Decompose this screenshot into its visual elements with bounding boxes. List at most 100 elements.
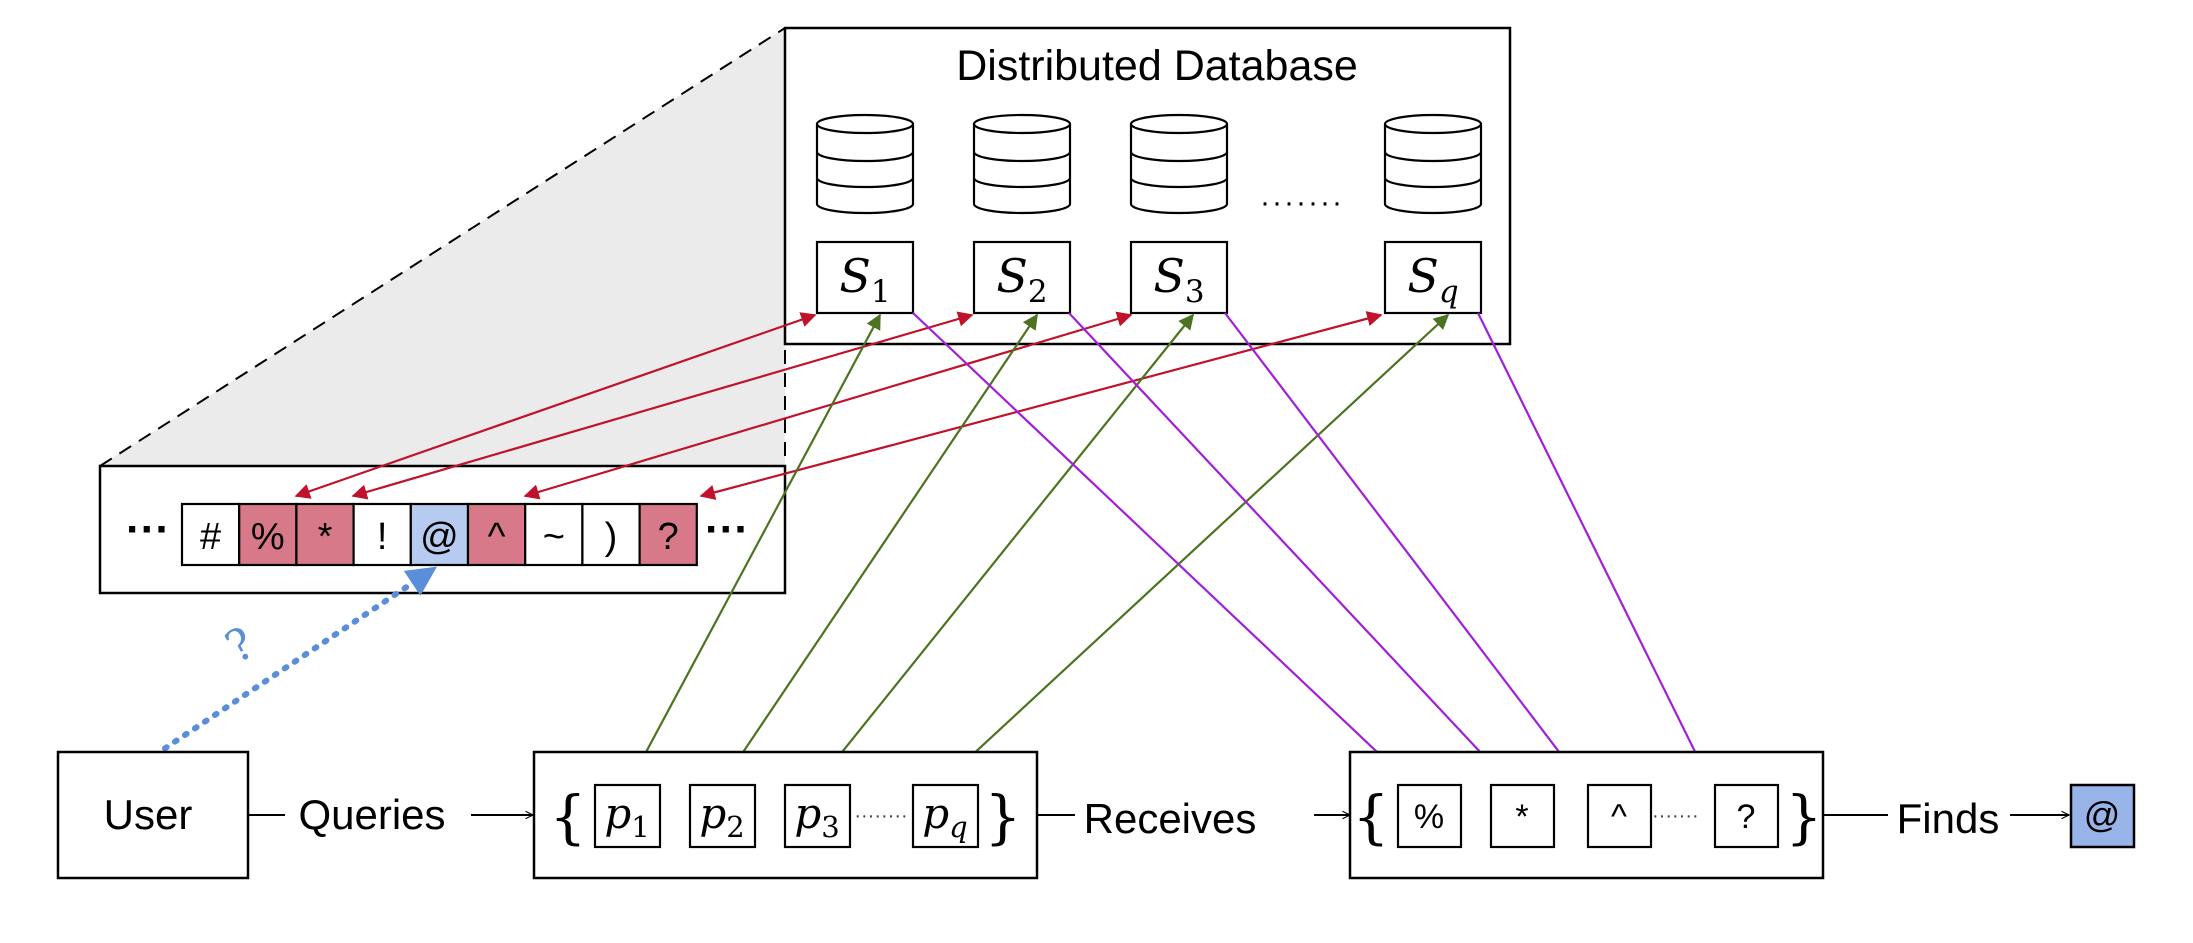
zoom-dashed-edge xyxy=(99,27,786,467)
query-item-label-base: p xyxy=(604,789,631,838)
purple-arrow-s2 xyxy=(1068,312,1514,788)
answer-set-dots: ········ xyxy=(1645,805,1698,827)
strip-cell: ! xyxy=(352,502,412,567)
green-arrow-pq xyxy=(942,313,1450,783)
answer-item-box xyxy=(1586,783,1653,849)
query-item-box xyxy=(911,783,980,849)
strip-cell-symbol: ^ xyxy=(488,516,506,558)
answer-items: % * ^? xyxy=(1396,783,1780,849)
strip-cell-symbol: @ xyxy=(420,516,459,558)
query-to-server-arrows xyxy=(629,313,1450,783)
green-arrow-p3 xyxy=(817,313,1194,783)
strip-cell-symbol: ? xyxy=(658,516,679,558)
strip-cell-box xyxy=(180,502,241,567)
database-icon xyxy=(1383,113,1483,215)
strip-cell-box xyxy=(524,502,584,567)
user-box xyxy=(56,750,250,880)
answer-item-box xyxy=(1713,783,1780,849)
query-set-dots: ········ xyxy=(854,805,907,827)
server-box: Sq xyxy=(1383,240,1483,315)
answer-item: * xyxy=(1489,783,1556,849)
server-query-arrows xyxy=(294,311,1383,500)
query-item-label-subscript: 3 xyxy=(821,810,839,844)
green-arrow-p2 xyxy=(722,313,1038,783)
answer-item: ^ xyxy=(1586,783,1653,849)
query-item-label: p2 xyxy=(699,789,744,844)
strip-cell-symbol: % xyxy=(251,516,285,558)
query-item: p2 xyxy=(688,783,757,849)
strip-cells: #%*!@^~)? xyxy=(180,502,698,567)
query-item-label-base: p xyxy=(699,789,726,838)
strip-cell: ^ xyxy=(466,502,527,567)
query-item-label-subscript: 2 xyxy=(726,810,744,844)
strip-cell-box xyxy=(238,502,298,567)
unknown-mark: ? xyxy=(217,617,263,673)
database-cylinders xyxy=(815,113,1483,215)
finds-label: Finds xyxy=(1897,795,2000,842)
database-icon xyxy=(972,113,1072,215)
answer-item-symbol: % xyxy=(1414,798,1444,836)
server-label-base: S xyxy=(996,249,1028,303)
strip-cell-box xyxy=(581,502,641,567)
user-label: User xyxy=(104,791,193,838)
answer-item-box xyxy=(1489,783,1556,849)
purple-arrow-sq xyxy=(1477,312,1713,788)
database-title: Distributed Database xyxy=(956,42,1358,90)
server-label: S1 xyxy=(839,249,890,310)
purple-arrow-s3 xyxy=(1224,312,1586,788)
strip-cell-symbol: ~ xyxy=(543,516,565,558)
server-box: S1 xyxy=(815,240,915,315)
server-label-base: S xyxy=(839,249,871,303)
strip-left-dots: ··· xyxy=(126,505,170,554)
answer-item: % xyxy=(1396,783,1463,849)
server-box: S2 xyxy=(972,240,1072,315)
server-label: S2 xyxy=(996,249,1047,310)
answer-item-box xyxy=(1396,783,1463,849)
query-item-box xyxy=(593,783,662,849)
record-strip: ··· #%*!@^~)? ··· xyxy=(98,464,787,595)
receives-label: Receives xyxy=(1084,795,1257,842)
query-set-close-brace: } xyxy=(985,783,1022,851)
strip-cell: % xyxy=(238,502,298,567)
query-item: p3 xyxy=(783,783,852,849)
user-node: User xyxy=(56,750,250,880)
answer-set-close-brace: } xyxy=(1786,783,1823,851)
result-node: @ xyxy=(2069,783,2136,849)
red-arrow-sq xyxy=(699,311,1383,500)
server-label-subscript: 3 xyxy=(1185,274,1205,310)
strip-cell: # xyxy=(180,502,241,567)
answer-item-symbol: ? xyxy=(1737,798,1756,836)
strip-cell-box xyxy=(409,502,470,567)
user-desire-arrow: ? xyxy=(152,566,437,758)
query-item-box xyxy=(783,783,852,849)
query-item-label-subscript: q xyxy=(949,810,968,844)
server-box: S3 xyxy=(1129,240,1229,315)
query-item-label: p3 xyxy=(794,789,839,844)
blue-dotted-arrow xyxy=(152,566,437,758)
query-item-label-base: p xyxy=(794,789,821,838)
server-frame xyxy=(1383,240,1483,315)
strip-cell: ~ xyxy=(524,502,584,567)
result-symbol: @ xyxy=(2084,794,2121,835)
query-item-label: p1 xyxy=(604,789,649,844)
query-item: pq xyxy=(911,783,980,849)
strip-right-dots: ··· xyxy=(705,505,749,554)
strip-cell-box xyxy=(352,502,412,567)
server-label: S3 xyxy=(1153,249,1204,310)
servers-ellipsis: ······· xyxy=(1260,186,1344,219)
strip-cell: @ xyxy=(409,502,470,567)
answer-item-symbol: * xyxy=(1515,798,1528,836)
answer-set: { } ········ % * ^? xyxy=(1348,750,1825,880)
query-item-label-base: p xyxy=(922,789,949,838)
query-item-label: pq xyxy=(922,789,967,844)
database-icon xyxy=(1129,113,1229,215)
answer-set-open-brace: { xyxy=(1353,783,1390,851)
server-label-base: S xyxy=(1153,249,1185,303)
answer-arrows xyxy=(912,312,1713,788)
server-label: Sq xyxy=(1407,249,1458,310)
